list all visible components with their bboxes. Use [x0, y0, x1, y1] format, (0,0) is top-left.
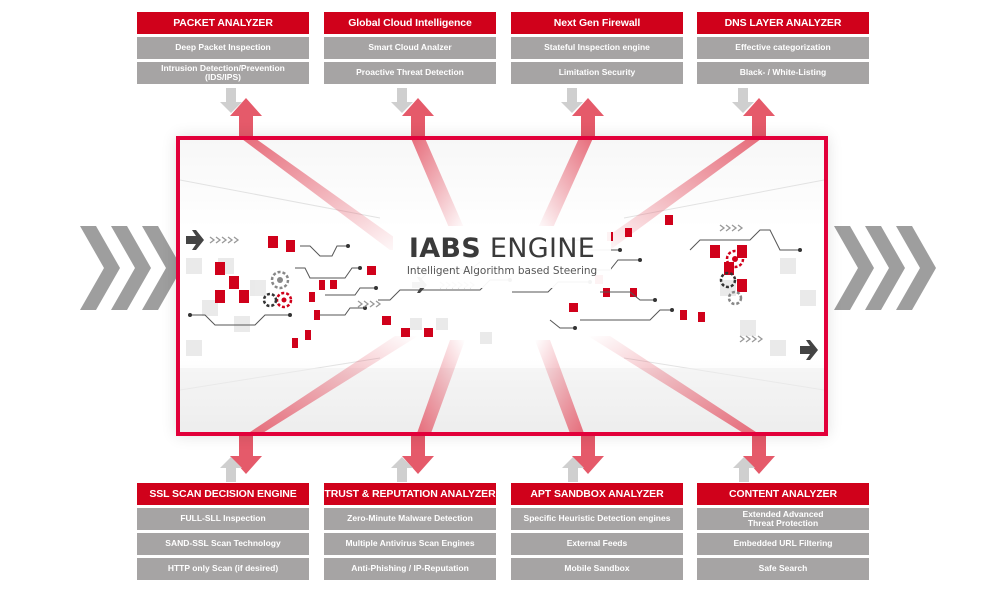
- arrow-up-icon: [402, 98, 434, 138]
- module-global-cloud-intelligence: Global Cloud Intelligence Smart Cloud An…: [324, 12, 496, 84]
- module-item: Anti-Phishing / IP-Reputation: [324, 558, 496, 580]
- arrow-down-icon: [220, 88, 242, 113]
- arrow-up-icon: [391, 457, 413, 482]
- module-item-text: Mobile Sandbox: [564, 563, 630, 574]
- gear-icon: [727, 290, 743, 306]
- module-item-text: FULL-SLL Inspection: [180, 513, 266, 524]
- module-item: Black- / White-Listing: [697, 62, 869, 84]
- module-trust-reputation-analyzer: TRUST & REPUTATION ANALYZER Zero-Minute …: [324, 483, 496, 580]
- arrow-down-icon: [743, 436, 775, 474]
- module-item: SAND-SSL Scan Technology: [137, 533, 309, 555]
- module-item: Safe Search: [697, 558, 869, 580]
- module-title: Global Cloud Intelligence: [324, 12, 496, 34]
- module-item: Multiple Antivirus Scan Engines: [324, 533, 496, 555]
- module-title: APT SANDBOX ANALYZER: [511, 483, 683, 505]
- red-squares: [215, 215, 747, 348]
- module-title: TRUST & REPUTATION ANALYZER: [324, 483, 496, 505]
- engine-title-regular: ENGINE: [489, 233, 596, 264]
- light-rays: [243, 140, 760, 432]
- module-item: Intrusion Detection/Prevention (IDS/IPS): [137, 62, 309, 84]
- arrow-up-icon: [562, 457, 584, 482]
- module-title: DNS LAYER ANALYZER: [697, 12, 869, 34]
- arrow-up-icon: [743, 98, 775, 138]
- module-ssl-scan-decision-engine: SSL SCAN DECISION ENGINE FULL-SLL Inspec…: [137, 483, 309, 580]
- module-title: CONTENT ANALYZER: [697, 483, 869, 505]
- module-item-text: External Feeds: [566, 538, 628, 549]
- module-item-text: Smart Cloud Analzer: [368, 42, 452, 53]
- module-item-text: HTTP only Scan (if desired): [167, 563, 279, 574]
- gear-icon: [270, 270, 290, 290]
- module-item-text: Extended Advanced Threat Protection: [742, 508, 824, 528]
- gear-icon: [719, 271, 737, 289]
- bottom-connectors: [220, 436, 775, 482]
- module-item: Limitation Security: [511, 62, 683, 84]
- module-item-text: Effective categorization: [735, 42, 831, 53]
- module-item-text: Multiple Antivirus Scan Engines: [345, 538, 475, 549]
- arrow-up-icon: [220, 457, 242, 482]
- module-item-text: Black- / White-Listing: [739, 67, 827, 78]
- module-item: Stateful Inspection engine: [511, 37, 683, 59]
- gear-icon: [275, 291, 293, 309]
- module-title: Next Gen Firewall: [511, 12, 683, 34]
- module-item: Zero-Minute Malware Detection: [324, 508, 496, 530]
- gear-icon: [262, 292, 278, 308]
- module-item: Deep Packet Inspection: [137, 37, 309, 59]
- module-content-analyzer: CONTENT ANALYZER Extended Advanced Threa…: [697, 483, 869, 580]
- arrow-down-icon: [572, 436, 604, 474]
- module-next-gen-firewall: Next Gen Firewall Stateful Inspection en…: [511, 12, 683, 84]
- arrow-up-icon: [733, 457, 755, 482]
- module-item-text: Safe Search: [758, 563, 808, 574]
- module-item: Specific Heuristic Detection engines: [511, 508, 683, 530]
- module-item: Proactive Threat Detection: [324, 62, 496, 84]
- engine-title: IABS ENGINE: [393, 234, 611, 264]
- arrow-down-icon: [732, 88, 754, 113]
- module-item-text: Proactive Threat Detection: [356, 67, 464, 78]
- module-item-text: Deep Packet Inspection: [175, 42, 271, 53]
- module-packet-analyzer: PACKET ANALYZER Deep Packet Inspection I…: [137, 12, 309, 84]
- left-chevrons-icon: [80, 226, 182, 310]
- module-item-text: Zero-Minute Malware Detection: [347, 513, 473, 524]
- module-item-text: Intrusion Detection/Prevention (IDS/IPS): [161, 62, 285, 82]
- module-item: Mobile Sandbox: [511, 558, 683, 580]
- module-apt-sandbox-analyzer: APT SANDBOX ANALYZER Specific Heuristic …: [511, 483, 683, 580]
- arrow-up-icon: [230, 98, 262, 138]
- arrow-down-icon: [402, 436, 434, 474]
- module-title: PACKET ANALYZER: [137, 12, 309, 34]
- module-item: Embedded URL Filtering: [697, 533, 869, 555]
- engine-title-box: IABS ENGINE Intelligent Algorithm based …: [393, 226, 611, 288]
- circuit-illustration: [180, 140, 824, 432]
- module-item: Smart Cloud Analzer: [324, 37, 496, 59]
- module-item-text: Embedded URL Filtering: [733, 538, 833, 549]
- engine-subtitle: Intelligent Algorithm based Steering: [406, 265, 598, 277]
- module-item: Extended Advanced Threat Protection: [697, 508, 869, 530]
- module-item-text: Limitation Security: [558, 67, 636, 78]
- module-item: External Feeds: [511, 533, 683, 555]
- module-item-text: Stateful Inspection engine: [544, 42, 650, 53]
- arrow-right-icon: [800, 340, 818, 360]
- module-item: HTTP only Scan (if desired): [137, 558, 309, 580]
- module-item: Effective categorization: [697, 37, 869, 59]
- module-item: FULL-SLL Inspection: [137, 508, 309, 530]
- right-chevrons-icon: [834, 226, 936, 310]
- arrow-down-icon: [561, 88, 583, 113]
- module-item-text: Anti-Phishing / IP-Reputation: [351, 563, 469, 574]
- arrow-down-icon: [230, 436, 262, 474]
- module-item-text: SAND-SSL Scan Technology: [165, 538, 281, 549]
- engine-title-bold: IABS: [408, 233, 482, 264]
- gear-icon: [725, 249, 745, 269]
- top-connectors: [220, 88, 775, 138]
- arrow-up-icon: [572, 98, 604, 138]
- arrow-right-icon: [186, 230, 204, 250]
- module-dns-layer-analyzer: DNS LAYER ANALYZER Effective categorizat…: [697, 12, 869, 84]
- background-squares: [186, 258, 816, 356]
- iabs-engine-panel: IABS ENGINE Intelligent Algorithm based …: [176, 136, 828, 436]
- module-item-text: Specific Heuristic Detection engines: [523, 513, 671, 524]
- arrow-down-icon: [391, 88, 413, 113]
- module-title: SSL SCAN DECISION ENGINE: [137, 483, 309, 505]
